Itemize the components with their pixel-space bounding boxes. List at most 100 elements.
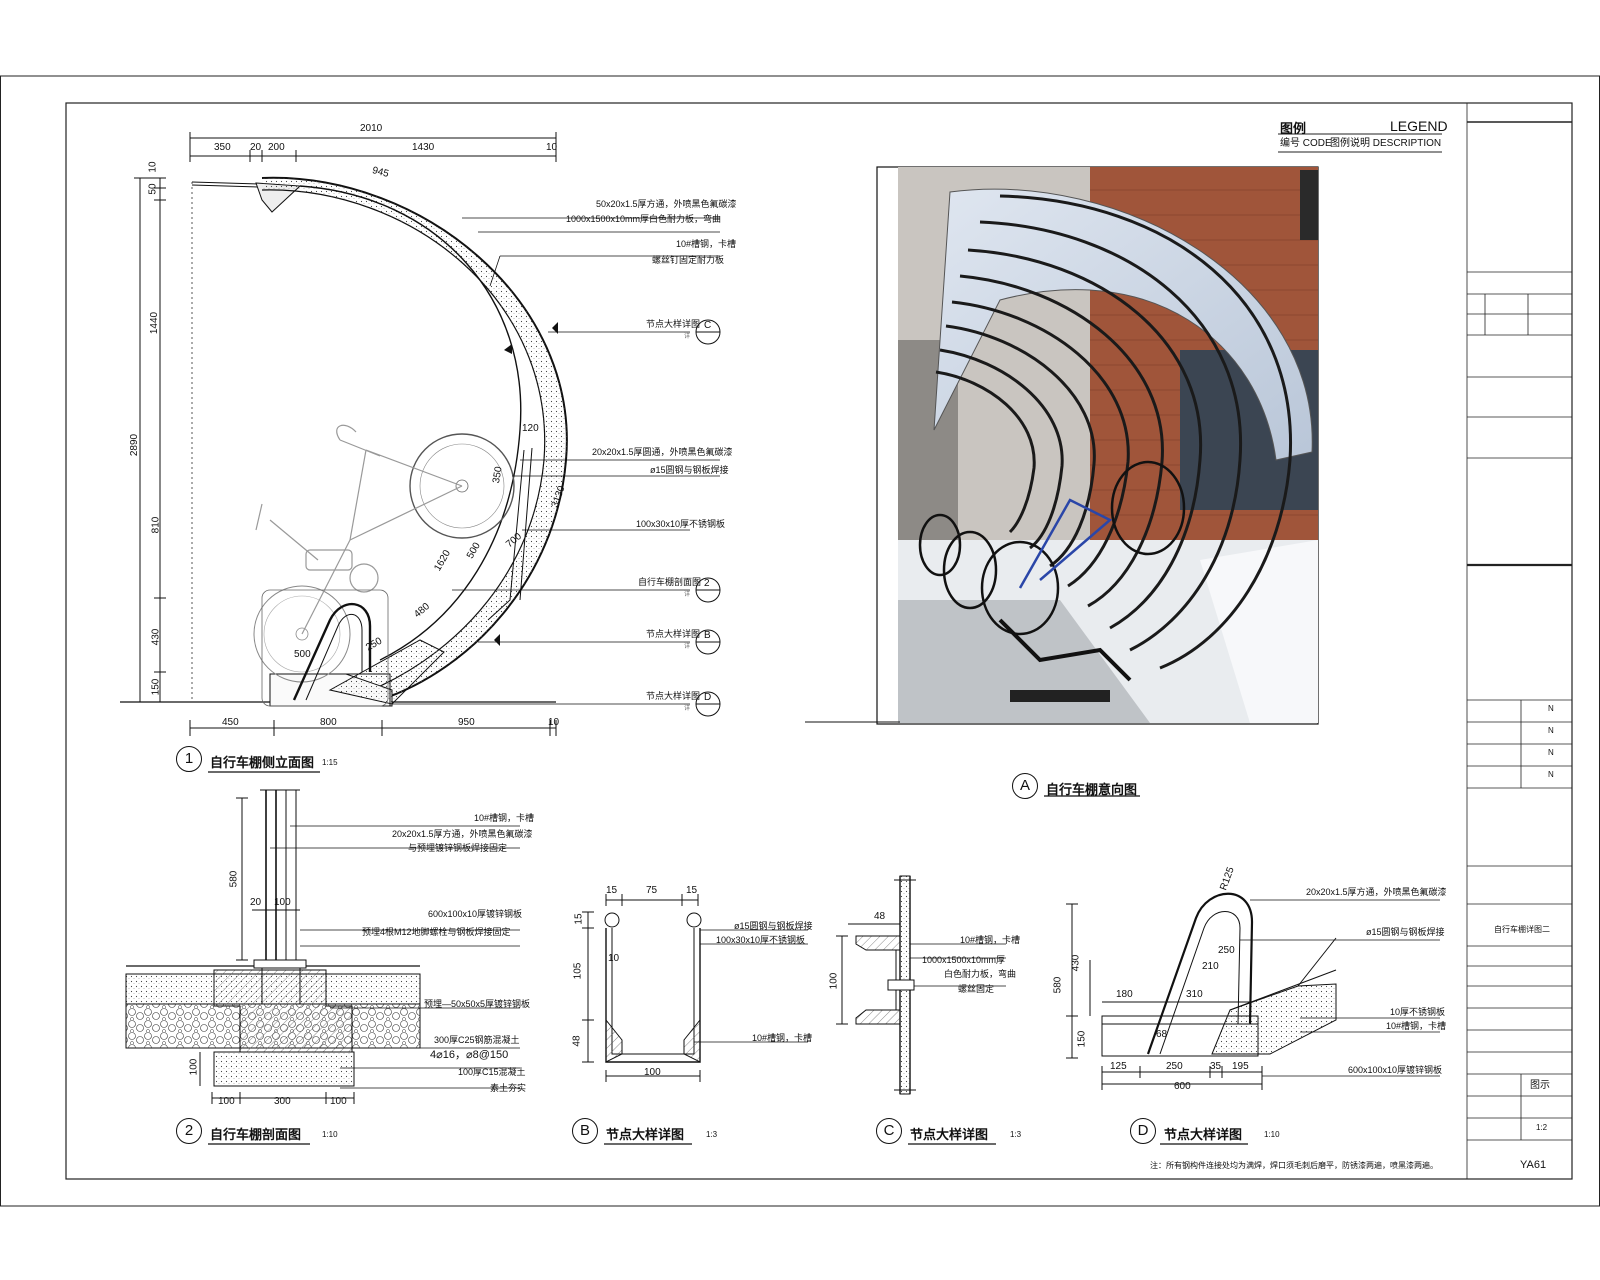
callout-2-8: 4⌀16，⌀8@150 <box>430 1049 509 1061</box>
dim-d-150: 150 <box>1076 1030 1088 1048</box>
drawing-2-number: 2 <box>176 1118 202 1144</box>
callout-2-5: 预埋4根M12地脚螺栓与钢板焊接固定 <box>362 927 511 937</box>
dim-b-100: 100 <box>644 1067 661 1078</box>
legend-title-en: LEGEND <box>1390 118 1448 134</box>
dim-b-105: 105 <box>572 962 584 980</box>
dim-500-base: 500 <box>294 649 311 660</box>
dim-100-sec: 100 <box>274 897 291 908</box>
callout-2-7: 300厚C25钢筋混凝土 <box>434 1035 520 1045</box>
callout-2-4: 600x100x10厚镀锌钢板 <box>428 909 523 919</box>
node-detail-b-drawing <box>582 894 808 1082</box>
drawing-b-scale: 1:3 <box>706 1130 718 1139</box>
dim-580-sec: 580 <box>228 870 240 888</box>
dim-10-bottom: 10 <box>548 717 560 728</box>
dim-b-15c: 15 <box>573 913 585 925</box>
drawing-b-letter: B <box>572 1118 598 1144</box>
drawing-frame <box>65 102 1573 1180</box>
legend-code-header: 编号 CODE <box>1280 138 1332 149</box>
footnote: 注：所有钢构件连接处均为满焊，焊口须毛刺后磨平，防锈漆两遍，喷黑漆两遍。 <box>1150 1161 1438 1170</box>
dim-20: 20 <box>250 142 262 153</box>
callout-d-4: 10#槽钢，卡槽 <box>1386 1021 1447 1031</box>
drawing-d-letter: D <box>1130 1118 1156 1144</box>
drawing-d-title: 节点大样详图 <box>1164 1127 1243 1142</box>
callout-2-1: 10#槽钢，卡槽 <box>474 813 535 823</box>
bicycle-shelter-photo <box>876 166 1319 725</box>
dim-450: 450 <box>222 717 239 728</box>
callout-1-4: 螺丝钉固定耐力板 <box>652 255 725 265</box>
title-underlines <box>208 771 1248 1145</box>
ref-bubble-d: D <box>704 692 712 703</box>
dim-100-left: 100 <box>218 1096 235 1107</box>
callout-c-2: 1000x1500x10mm厚 <box>922 955 1006 965</box>
callout-2-2: 20x20x1.5厚方通，外喷黑色氟碳漆 <box>392 829 533 839</box>
node-detail-d-drawing <box>1066 892 1440 1090</box>
dim-120: 120 <box>522 423 539 434</box>
dim-d-250: 250 <box>1218 945 1235 956</box>
callout-2-3: 与预埋镀锌钢板焊接固定 <box>408 843 508 853</box>
sign-n-2: N <box>1548 726 1554 735</box>
dim-100-right: 100 <box>330 1096 347 1107</box>
dim-2890: 2890 <box>129 433 141 457</box>
drawing-c-title: 节点大样详图 <box>910 1127 989 1142</box>
drawing-a-title: 自行车棚意向图 <box>1046 782 1138 797</box>
callout-2-9: 100厚C15混凝土 <box>458 1067 526 1077</box>
sign-n-3: N <box>1548 748 1554 757</box>
drawing-b-title: 节点大样详图 <box>606 1127 685 1142</box>
callout-2-6: 预埋—50x50x5厚镀锌钢板 <box>424 999 531 1009</box>
sheet-code: YA61 <box>1520 1159 1547 1171</box>
callout-b-2: 100x30x10厚不锈钢板 <box>716 935 806 945</box>
dim-d-125: 125 <box>1110 1061 1127 1072</box>
legend-lines <box>1278 133 1442 153</box>
drawing-a-letter: A <box>1012 773 1038 799</box>
title-block <box>1466 103 1572 1179</box>
dim-150: 150 <box>150 678 162 696</box>
sign-n-1: N <box>1548 704 1554 713</box>
callout-1-9: 自行车棚剖面图 <box>638 577 702 587</box>
dim-d-250b: 250 <box>1166 1061 1183 1072</box>
sign-n-4: N <box>1548 770 1554 779</box>
dim-800: 800 <box>320 717 337 728</box>
ref-sub-b: 详 <box>684 644 691 650</box>
dim-b-15a: 15 <box>606 885 618 896</box>
dim-d-210: 210 <box>1202 961 1219 972</box>
dim-1440: 1440 <box>149 311 161 335</box>
callout-1-5: 节点大样详图 <box>646 319 701 329</box>
callout-c-1: 10#槽钢，卡槽 <box>960 935 1021 945</box>
dim-d-600: 600 <box>1174 1081 1191 1092</box>
callout-b-3: 10#槽钢，卡槽 <box>752 1033 813 1043</box>
callout-d-5: 600x100x10厚镀锌钢板 <box>1348 1065 1443 1075</box>
drawing-c-letter: C <box>876 1118 902 1144</box>
dim-1430: 1430 <box>412 142 435 153</box>
dim-d-35: 35 <box>1210 1061 1222 1072</box>
legend-title: 图例 <box>1280 121 1307 136</box>
side-elevation-drawing <box>120 132 721 736</box>
callout-1-8: 100x30x10厚不锈钢板 <box>636 519 726 529</box>
ref-sub-c: 详 <box>684 334 691 340</box>
section-drawing <box>125 789 520 1104</box>
sheet-ref: 图示 <box>1530 1080 1550 1091</box>
drawing-1-scale: 1:15 <box>322 758 338 767</box>
dim-c-100: 100 <box>828 972 840 990</box>
dim-430: 430 <box>150 628 162 646</box>
dim-950: 950 <box>458 717 475 728</box>
callout-1-2: 1000x1500x10mm厚白色耐力板，弯曲 <box>566 214 722 224</box>
dim-d-580: 580 <box>1052 976 1064 994</box>
callout-1-10: 节点大样详图 <box>646 629 701 639</box>
dim-10-left: 10 <box>147 161 159 173</box>
node-detail-c-drawing <box>836 875 1006 1095</box>
dim-100-footing: 100 <box>188 1058 200 1076</box>
drawing-d-scale: 1:10 <box>1264 1130 1280 1139</box>
dim-d-195: 195 <box>1232 1061 1249 1072</box>
dim-350: 350 <box>214 142 231 153</box>
dim-d-430: 430 <box>1070 954 1082 972</box>
drawing-2-scale: 1:10 <box>322 1130 338 1139</box>
drawing-2-title: 自行车棚剖面图 <box>210 1127 302 1142</box>
callout-b-1: ø15圆钢与钢板焊接 <box>734 921 813 931</box>
callout-c-4: 螺丝固定 <box>958 984 995 994</box>
ref-bubble-b: B <box>704 630 711 641</box>
dim-300-sec: 300 <box>274 1096 291 1107</box>
drawing-c-scale: 1:3 <box>1010 1130 1022 1139</box>
dim-b-10: 10 <box>608 953 620 964</box>
dim-d-310: 310 <box>1186 989 1203 1000</box>
